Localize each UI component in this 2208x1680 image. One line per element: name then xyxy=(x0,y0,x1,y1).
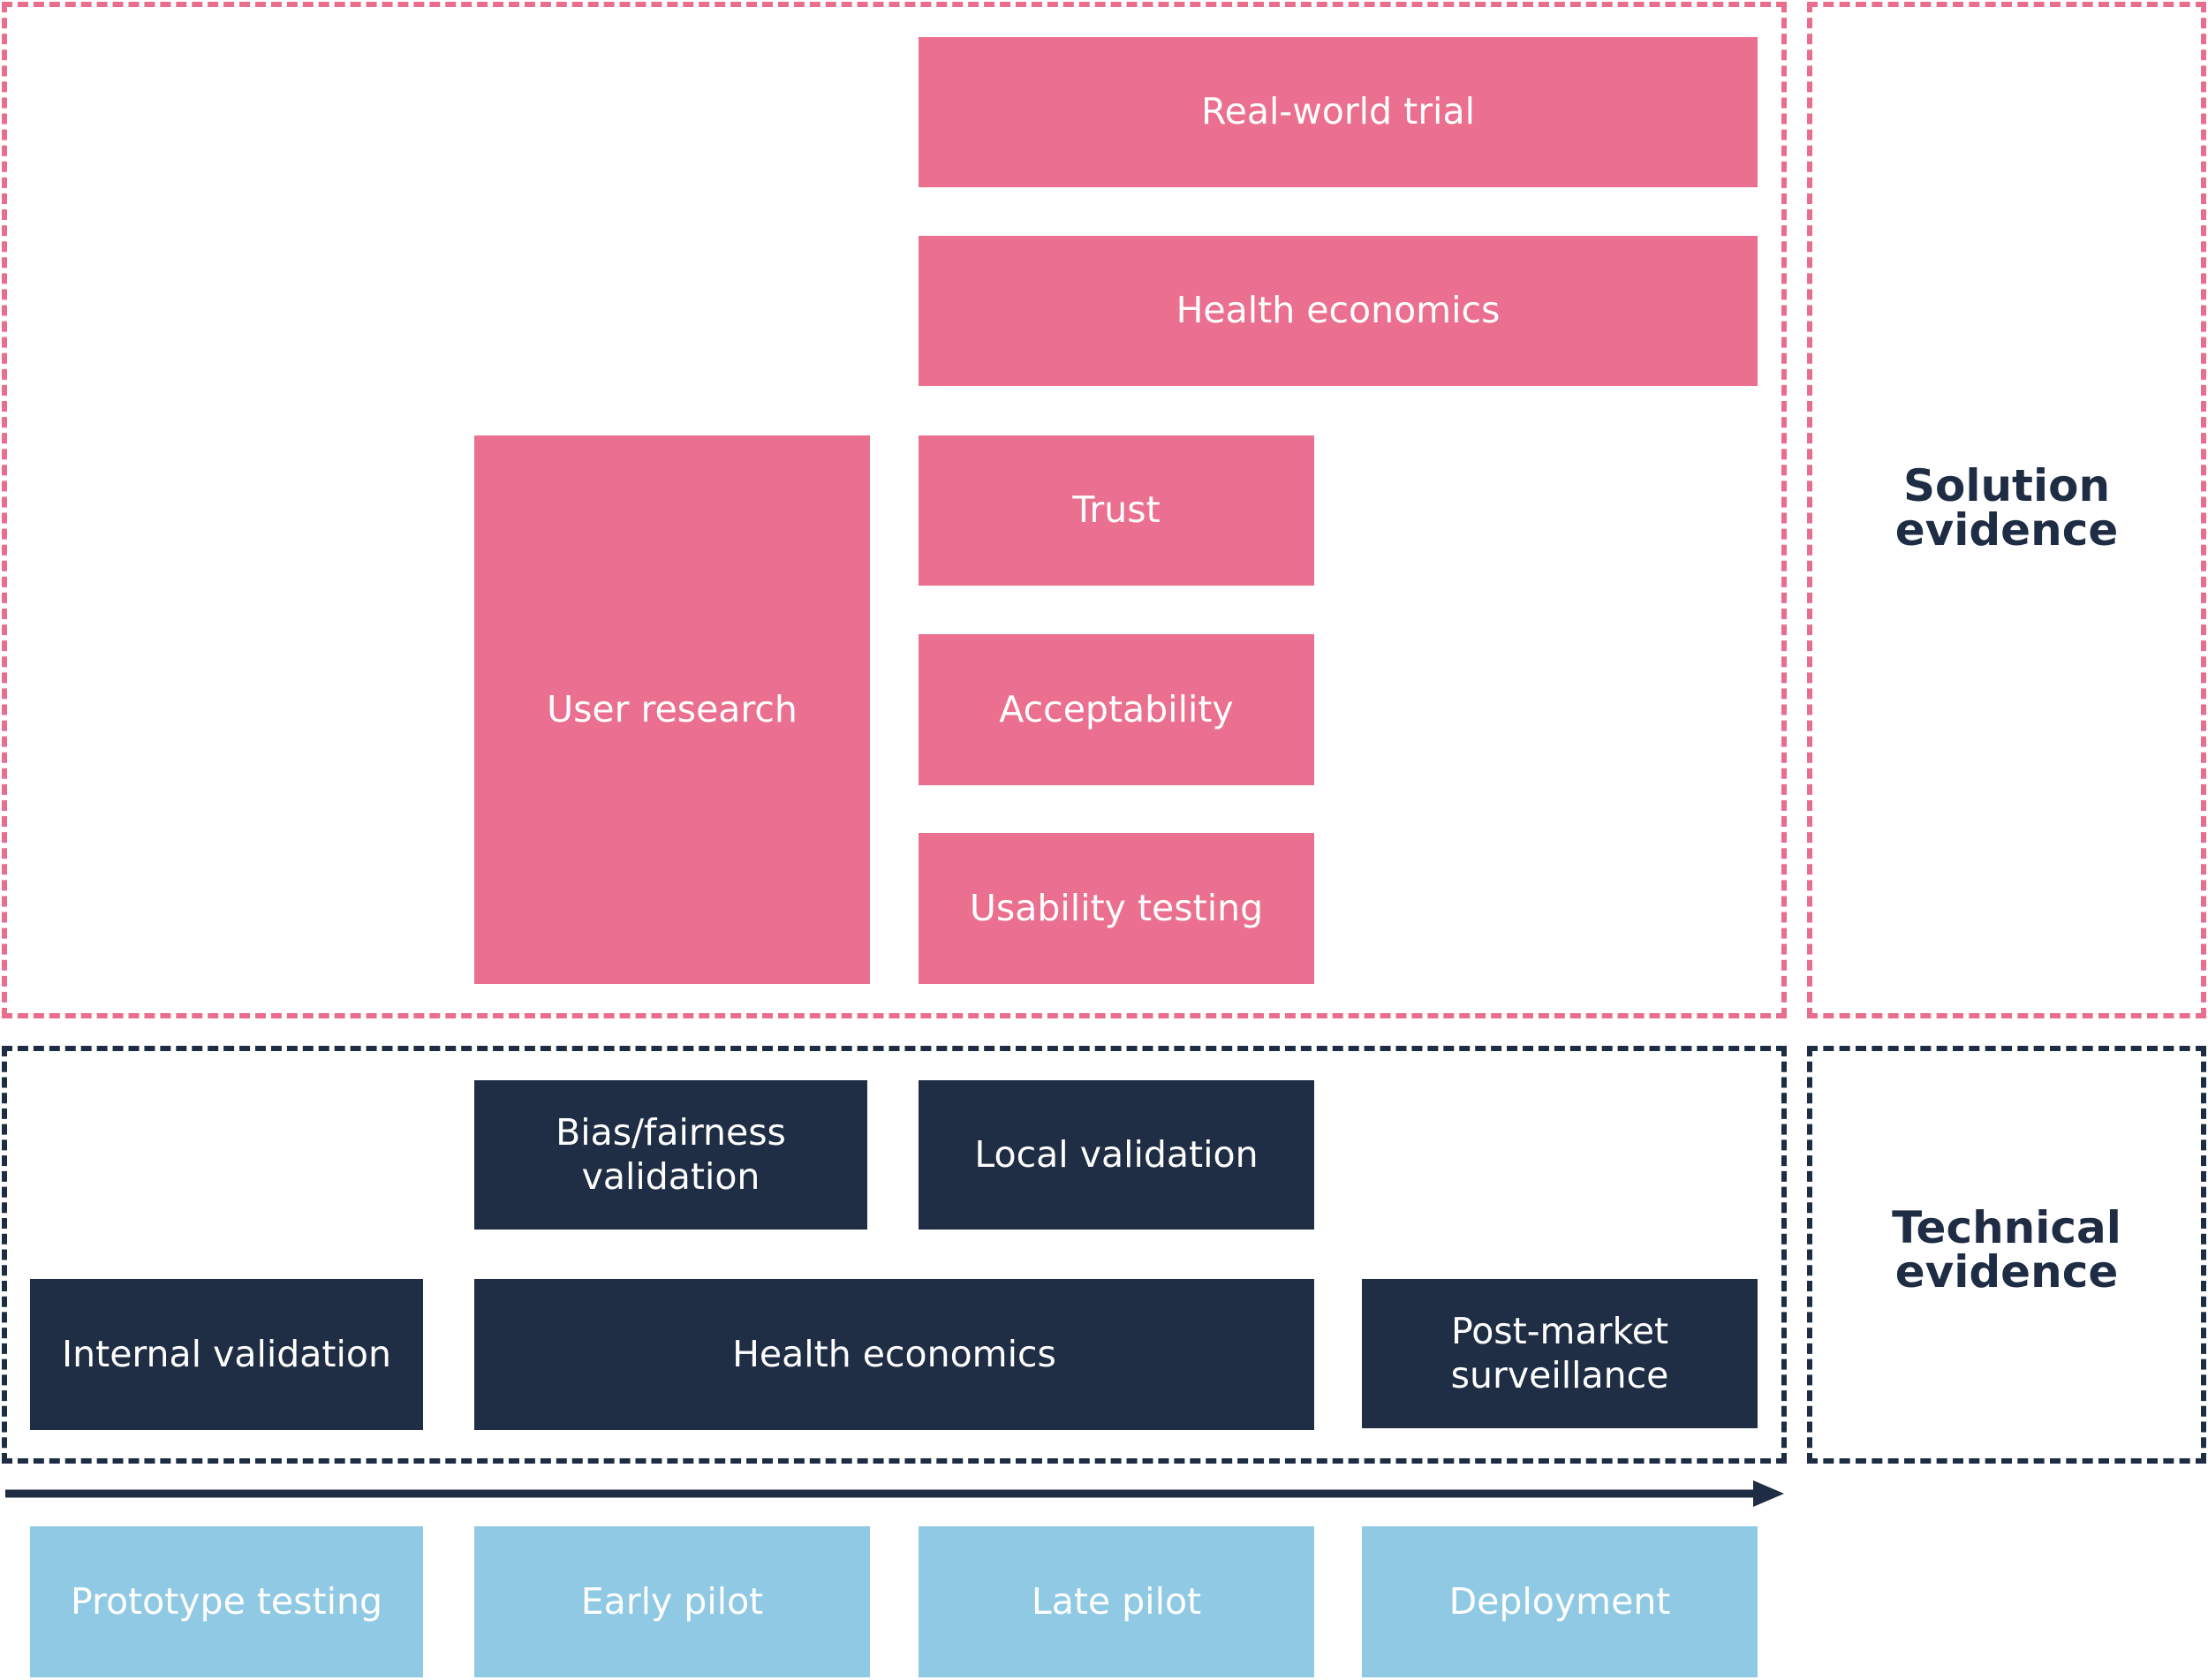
acceptability-label: Acceptability xyxy=(999,687,1234,730)
bias-fairness-label-line2: validation xyxy=(581,1154,760,1198)
bias-fairness-validation-box: Bias/fairness validation xyxy=(474,1080,867,1230)
local-validation-box: Local validation xyxy=(919,1080,1314,1230)
usability-testing-label: Usability testing xyxy=(969,886,1264,929)
user-research-label: User research xyxy=(547,687,798,730)
technical-health-economics-box: Health economics xyxy=(474,1279,1314,1430)
internal-validation-label: Internal validation xyxy=(62,1332,391,1375)
acceptability-box: Acceptability xyxy=(919,634,1314,785)
solution-health-economics-box: Health economics xyxy=(919,236,1758,386)
bias-fairness-label-line1: Bias/fairness xyxy=(556,1111,786,1154)
internal-validation-box: Internal validation xyxy=(30,1279,423,1430)
timeline-arrow-head xyxy=(1753,1480,1784,1507)
post-market-surveillance-box: Post-market surveillance xyxy=(1362,1279,1758,1428)
usability-testing-box: Usability testing xyxy=(919,833,1314,984)
technical-evidence-frame xyxy=(2,1046,1787,1464)
solution-evidence-label: Solution evidence xyxy=(1812,389,2201,627)
solution-evidence-label-frame xyxy=(1807,2,2206,1018)
technical-evidence-label: Technical evidence xyxy=(1812,1131,2201,1369)
stage-late-pilot: Late pilot xyxy=(919,1526,1314,1677)
post-market-label-line1: Post-market xyxy=(1450,1310,1669,1353)
real-world-trial-label: Real-world trial xyxy=(1201,90,1475,133)
solution-health-economics-label: Health economics xyxy=(1176,289,1501,332)
post-market-label-line2: surveillance xyxy=(1450,1353,1669,1396)
stage-label: Deployment xyxy=(1448,1579,1671,1623)
technical-health-economics-label: Health economics xyxy=(732,1332,1056,1375)
trust-label: Trust xyxy=(1072,488,1161,532)
technical-evidence-label-frame xyxy=(1807,1046,2206,1464)
technical-evidence-label-line1: Technical xyxy=(1892,1202,2121,1253)
user-research-box: User research xyxy=(474,435,870,984)
trust-box: Trust xyxy=(919,435,1314,586)
stage-label: Prototype testing xyxy=(71,1579,382,1623)
technical-evidence-label-line2: evidence xyxy=(1894,1246,2119,1298)
stage-label: Late pilot xyxy=(1031,1579,1202,1623)
stage-early-pilot: Early pilot xyxy=(474,1526,870,1677)
real-world-trial-box: Real-world trial xyxy=(919,37,1758,187)
stage-label: Early pilot xyxy=(580,1579,764,1623)
stage-prototype-testing: Prototype testing xyxy=(30,1526,423,1677)
solution-evidence-label-line1: Solution xyxy=(1902,460,2111,511)
solution-evidence-frame xyxy=(2,2,1787,1018)
stage-deployment: Deployment xyxy=(1362,1526,1758,1677)
local-validation-label: Local validation xyxy=(974,1132,1259,1176)
solution-evidence-label-line2: evidence xyxy=(1894,504,2119,556)
